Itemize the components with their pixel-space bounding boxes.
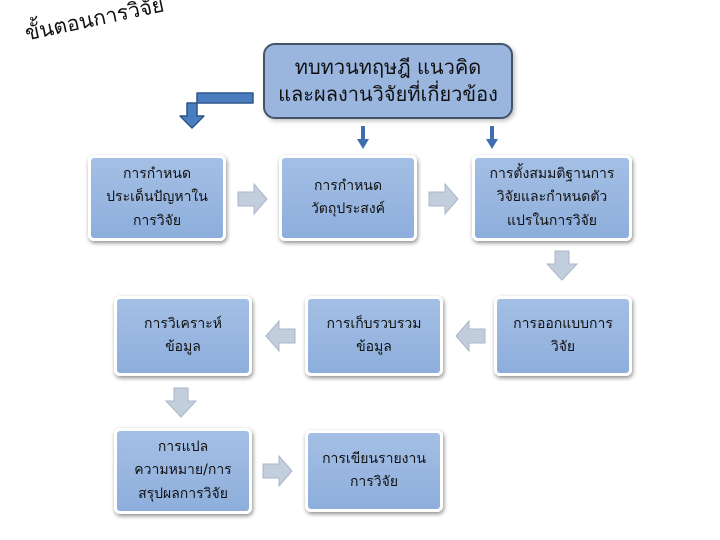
step-4-line-1: การออกแบบการ bbox=[513, 315, 613, 332]
arrow-step6-to-step7 bbox=[164, 387, 198, 418]
step-2-line-2: วัตถุประสงค์ bbox=[310, 201, 386, 217]
arrow-step2-to-step3 bbox=[428, 182, 459, 216]
arrow-step5-to-step6 bbox=[265, 319, 296, 353]
arrow-step3-to-step4 bbox=[545, 250, 579, 281]
step-7-line-3: สรุปผลการวิจัย bbox=[138, 485, 228, 502]
step-data-analysis: การวิเคราะห์ ข้อมูล bbox=[114, 296, 252, 376]
step-3-line-3: แปรในการวิจัย bbox=[507, 212, 597, 229]
step-6-line-1: การวิเคราะห์ bbox=[144, 315, 222, 332]
step-3-line-1: การตั้งสมมติฐานการ bbox=[489, 166, 615, 183]
step-define-problem: การกำหนด ประเด็นปัญหาใน การวิจัย bbox=[88, 155, 226, 241]
top-box-line-2: และผลงานวิจัยที่เกี่ยวข้อง bbox=[278, 82, 498, 106]
literature-review-box: ทบทวนทฤษฎี แนวคิด และผลงานวิจัยที่เกี่ยว… bbox=[263, 43, 513, 119]
step-define-objectives: การกำหนด วัตถุประสงค์ bbox=[279, 155, 417, 241]
step-2-line-1: การกำหนด bbox=[313, 177, 383, 194]
down-arrow-to-step-3 bbox=[486, 126, 498, 149]
step-6-line-2: ข้อมูล bbox=[165, 339, 201, 355]
bent-arrow-shape bbox=[179, 92, 254, 129]
step-5-line-2: ข้อมูล bbox=[356, 339, 392, 355]
arrow-step4-to-step5 bbox=[455, 319, 486, 353]
arrow-step1-to-step2 bbox=[237, 182, 268, 216]
step-1-line-2: ประเด็นปัญหาใน bbox=[106, 189, 208, 206]
arrow-step7-to-step8 bbox=[262, 454, 293, 488]
step-3-line-2: วิจัยและกำหนดตัว bbox=[496, 189, 608, 206]
step-4-line-2: วิจัย bbox=[550, 339, 576, 355]
down-arrow-to-step-2 bbox=[357, 126, 369, 149]
step-research-design: การออกแบบการ วิจัย bbox=[494, 296, 632, 376]
step-interpretation-conclusion: การแปล ความหมาย/การ สรุปผลการวิจัย bbox=[114, 428, 252, 514]
step-8-line-2: การวิจัย bbox=[349, 474, 399, 490]
step-report-writing: การเขียนรายงาน การวิจัย bbox=[305, 430, 443, 512]
step-8-line-1: การเขียนรายงาน bbox=[322, 450, 426, 467]
step-5-line-1: การเก็บรวบรวม bbox=[326, 315, 422, 332]
step-1-line-1: การกำหนด bbox=[122, 166, 192, 183]
top-box-line-1: ทบทวนทฤษฎี แนวคิด bbox=[294, 55, 482, 79]
step-data-collection: การเก็บรวบรวม ข้อมูล bbox=[305, 296, 443, 376]
step-1-line-3: การวิจัย bbox=[132, 212, 182, 229]
step-7-line-2: ความหมาย/การ bbox=[134, 462, 232, 479]
step-hypothesis-variables: การตั้งสมมติฐานการ วิจัยและกำหนดตัว แปรใ… bbox=[472, 155, 632, 241]
step-7-line-1: การแปล bbox=[157, 439, 209, 456]
